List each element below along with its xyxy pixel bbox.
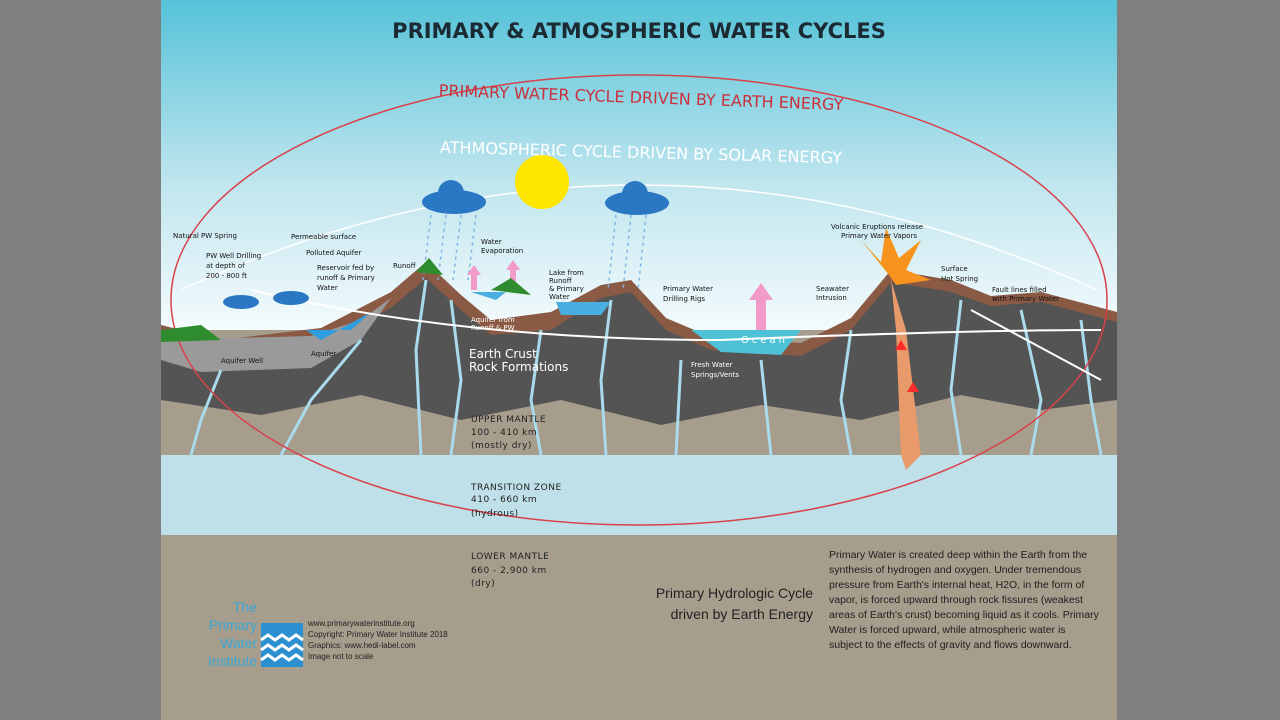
evaporation-arrows (467, 260, 773, 330)
label-drilling-rigs: Primary Water (663, 285, 713, 293)
label-polluted: Polluted Aquifer (306, 249, 362, 257)
diagram-canvas: PRIMARY & ATMOSPHERIC WATER CYCLES PRIMA… (161, 0, 1117, 720)
label-ocean: Ocean (741, 335, 788, 346)
label-lake: Water (549, 293, 570, 301)
sun-icon (515, 155, 569, 209)
hydrologic-line: driven by Earth Energy (670, 606, 813, 622)
label-fault-lines: with Primary Water (992, 295, 1059, 303)
label-upper-mantle: UPPER MANTLE (471, 415, 546, 425)
magma-conduit (891, 280, 921, 470)
credit-copyright: Copyright: Primary Water Institute 2018 (308, 630, 448, 639)
label-earth-crust: Rock Formations (469, 360, 568, 374)
label-lake: & Primary (549, 285, 584, 293)
cloud-icon (223, 180, 669, 309)
label-lower-mantle: (dry) (471, 579, 495, 589)
earth-crust (161, 268, 1117, 425)
label-drilling-rigs: Drilling Rigs (663, 295, 705, 303)
label-aquifer-runoff: Aquifer from (471, 316, 515, 324)
label-upper-mantle: (mostly dry) (471, 441, 532, 451)
label-transition: 410 - 660 km (471, 495, 537, 505)
trees (161, 258, 531, 342)
credit-website: www.primarywaterinstitute.org (308, 619, 415, 628)
label-well: PW Well Drilling (206, 252, 261, 260)
label-aquifer-well: Aquifer Well (221, 357, 263, 365)
label-reservoir: Reservoir fed by (317, 264, 374, 272)
primary-cycle-ring (170, 74, 1108, 526)
mantle-labels: UPPER MANTLE 100 - 410 km (mostly dry) T… (470, 415, 562, 589)
label-natural-spring: Natural PW Spring (173, 232, 237, 240)
cycle-line (250, 289, 1102, 342)
label-earth-crust: Earth Crust (469, 347, 537, 361)
label-evaporation: Evaporation (481, 247, 523, 255)
lake-water (471, 292, 506, 300)
label-upper-mantle: 100 - 410 km (471, 428, 537, 438)
ocean (691, 330, 801, 355)
logo-line: The (232, 599, 257, 615)
label-fault-lines: Fault lines filled (992, 286, 1047, 294)
soil-layer (161, 262, 1117, 362)
upward-arrows (895, 340, 919, 392)
label-volcanic: Primary Water Vapors (841, 232, 917, 240)
credit-scale: Image not to scale (308, 652, 374, 661)
page-title: PRIMARY & ATMOSPHERIC WATER CYCLES (392, 19, 886, 43)
sky (161, 0, 1117, 330)
logo-line: Primary (208, 617, 257, 633)
lake (556, 302, 611, 315)
logo-line: Water (220, 635, 257, 651)
reservoir (306, 312, 371, 340)
credit-graphics: Graphics: www.hedi-label.com (308, 641, 416, 650)
diagram-labels: Natural PW Spring PW Well Drilling at de… (173, 223, 1059, 379)
label-permeable: Permeable surface (291, 233, 356, 241)
label-fresh-water: Springs/Vents (691, 371, 739, 379)
description: Primary Water is created deep within the… (829, 549, 1099, 651)
fault-line (970, 309, 1102, 381)
primary-water-veins (189, 279, 1103, 456)
label-hot-spring: Hot Spring (941, 275, 978, 283)
label-seawater: Intrusion (816, 294, 847, 302)
label-hot-spring: Surface (941, 265, 968, 273)
label-seawater: Seawater (816, 285, 849, 293)
water-cycle-diagram: PRIMARY & ATMOSPHERIC WATER CYCLES PRIMA… (161, 0, 1117, 720)
label-aquifer-runoff: Runoff & PW (471, 324, 515, 332)
transition-zone (161, 455, 1117, 535)
label-lower-mantle: LOWER MANTLE (471, 552, 549, 562)
label-reservoir: runoff & Primary (317, 274, 375, 282)
label-lake: Lake from (549, 269, 584, 277)
label-transition: TRANSITION ZONE (470, 483, 562, 493)
logo-line: Institute (207, 653, 257, 669)
volcanic-eruption-icon (861, 228, 931, 285)
label-runoff: Runoff (393, 262, 416, 270)
label-lake: Runoff (549, 277, 572, 285)
label-lower-mantle: 660 - 2,900 km (471, 566, 547, 576)
hydrologic-line: Primary Hydrologic Cycle (655, 585, 813, 601)
label-well: 200 - 800 ft (206, 272, 247, 280)
label-volcanic: Volcanic Eruptions release (831, 223, 923, 231)
aquifer (161, 298, 391, 372)
lower-mantle (161, 535, 1117, 720)
label-well: at depth of (206, 262, 245, 270)
logo-icon (260, 623, 304, 667)
rain (422, 214, 647, 291)
label-transition: (hydrous) (471, 509, 519, 519)
label-aquifer: Aquifer (311, 350, 336, 358)
hydrologic-caption: Primary Hydrologic Cycle driven by Earth … (601, 583, 813, 625)
label-fresh-water: Fresh Water (691, 361, 733, 369)
label-evaporation: Water (481, 238, 502, 246)
label-reservoir: Water (317, 284, 338, 292)
